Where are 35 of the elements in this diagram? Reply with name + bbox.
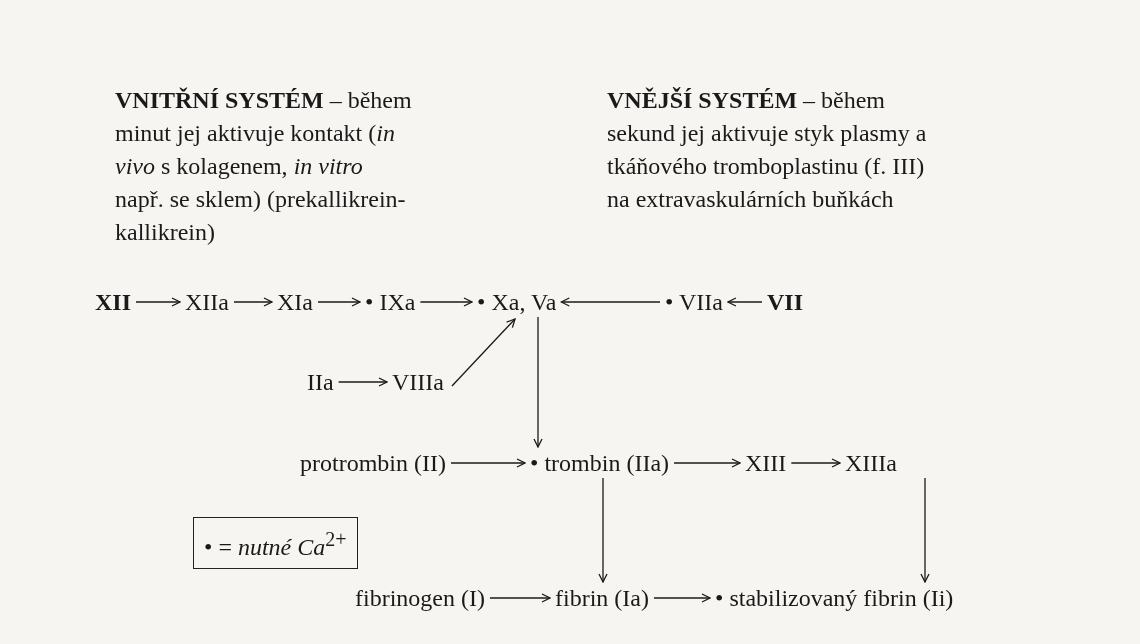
arrow — [450, 458, 526, 468]
factor-label: • VIIa — [665, 287, 723, 317]
arrow — [338, 377, 388, 387]
factor-label: • stabilizovaný fibrin (Ii) — [715, 583, 954, 613]
factor-label: VII — [767, 287, 803, 317]
factor-label: fibrin (Ia) — [555, 583, 649, 613]
factor-label: XIIIa — [845, 448, 897, 478]
arrow — [451, 318, 516, 387]
arrow — [560, 297, 661, 307]
arrow — [317, 297, 361, 307]
arrow — [653, 593, 711, 603]
arrow — [790, 458, 841, 468]
description-text: VNITŘNÍ SYSTÉM – během minut jej aktivuje kontakt (in vivo s kolagenem, in vitro např. se sklem) (prekallikrein-kallikrein) — [115, 86, 413, 247]
factor-label: • Xa, Va — [477, 287, 557, 317]
factor-label: XIIa — [185, 287, 229, 317]
factor-label: XII — [95, 287, 131, 317]
factor-label: fibrinogen (I) — [355, 583, 485, 613]
arrow — [673, 458, 741, 468]
arrow — [598, 477, 608, 583]
factor-label: IIa — [307, 367, 334, 397]
description-text: VNĚJŠÍ SYSTÉM – během sekund jej aktivuje styk plasmy a tkáňového tromboplastinu (f. III) na extravaskulárních buňkách — [607, 86, 928, 214]
factor-label: XIII — [745, 448, 787, 478]
arrow — [419, 297, 473, 307]
arrow — [727, 297, 763, 307]
factor-label: • trombin (IIa) — [530, 448, 670, 478]
arrow — [233, 297, 273, 307]
factor-label: • IXa — [365, 287, 416, 317]
arrow — [489, 593, 551, 603]
legend-box: • = nutné Ca$^{2+}$ — [193, 517, 358, 569]
factor-label: protrombin (II) — [300, 448, 446, 478]
arrow — [135, 297, 181, 307]
arrow — [920, 477, 930, 583]
factor-label: VIIIa — [392, 367, 444, 397]
arrow — [533, 316, 543, 448]
factor-label: XIa — [277, 287, 313, 317]
